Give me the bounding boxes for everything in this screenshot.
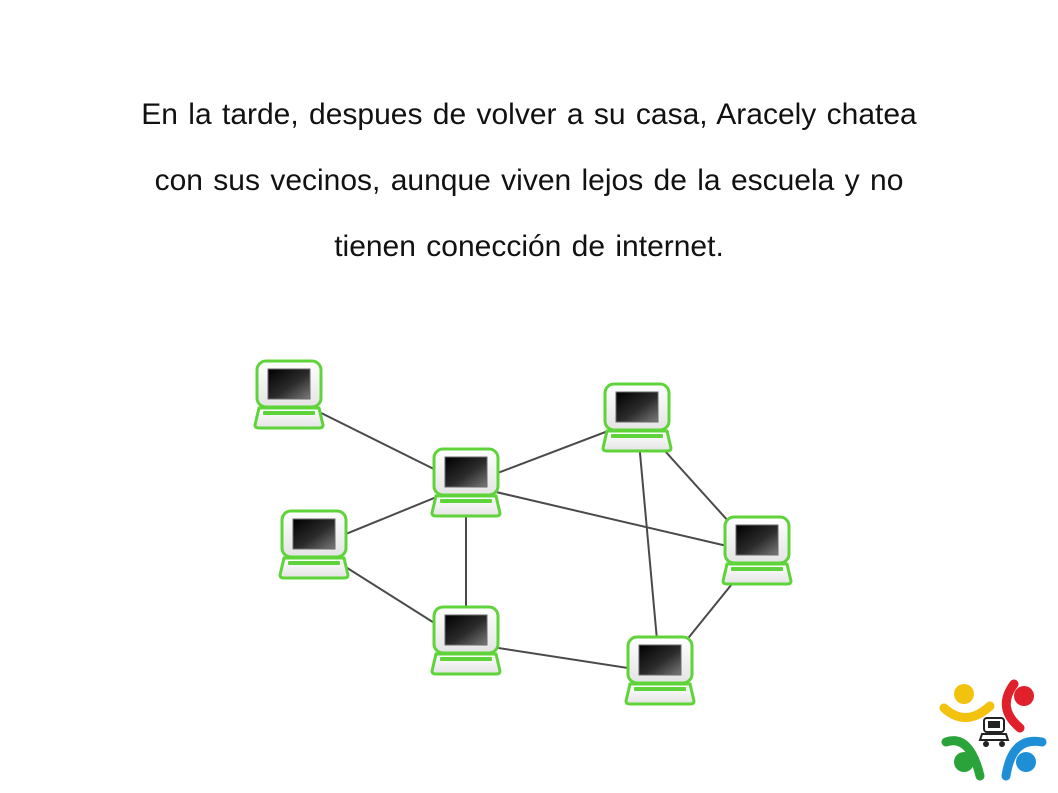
network-links <box>288 396 758 674</box>
laptop-middle-left-icon <box>278 509 350 580</box>
xo-people-logo-icon <box>939 679 1047 781</box>
caption-line-3: tienen conección de internet. <box>334 230 724 263</box>
laptop-center-icon <box>430 447 502 518</box>
laptop-top-right-icon <box>601 382 673 453</box>
caption-line-2: con sus vecinos, aunque viven lejos de l… <box>154 164 904 197</box>
slide-caption: En la tarde, despues de volver a su casa… <box>40 82 1018 280</box>
link-n2-n6 <box>465 484 758 554</box>
laptop-top-left-icon <box>253 359 325 430</box>
laptop-bottom-right-icon <box>624 635 696 706</box>
laptop-right-icon <box>721 515 793 586</box>
caption-line-1: En la tarde, despues de volver a su casa… <box>141 98 917 131</box>
laptop-lower-center-icon <box>430 605 502 676</box>
link-n3-n7 <box>636 419 661 674</box>
